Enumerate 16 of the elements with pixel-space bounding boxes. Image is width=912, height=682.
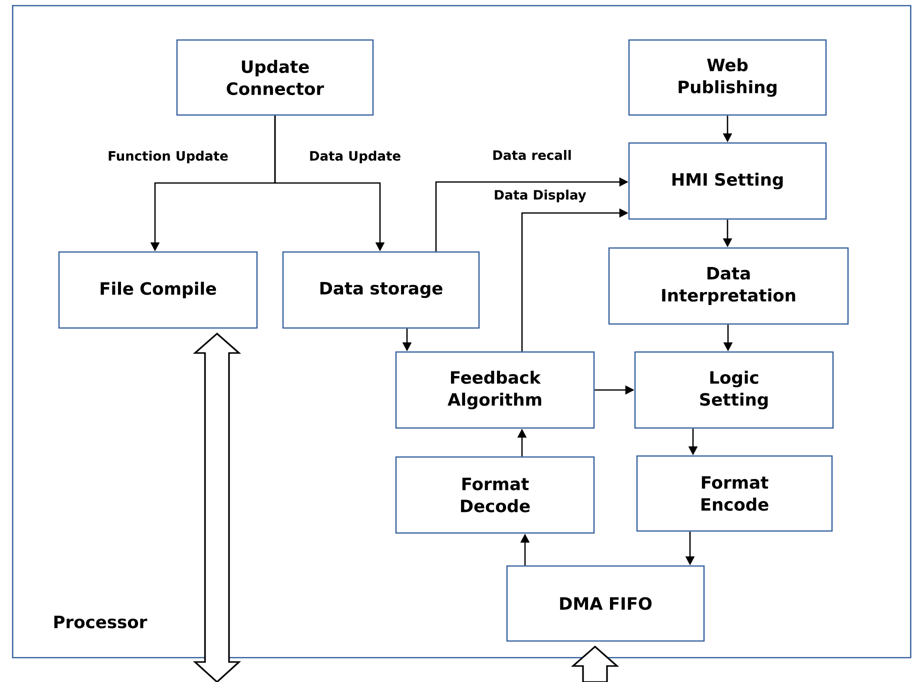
process-box: File Compile: [58, 251, 258, 329]
process-box: HMI Setting: [628, 142, 827, 220]
process-box: Feedback Algorithm: [395, 351, 595, 429]
process-box: Web Publishing: [628, 39, 827, 116]
edge-label: Data recall: [493, 150, 571, 160]
process-box: Logic Setting: [634, 351, 834, 429]
edge-label: Function Update: [108, 150, 228, 164]
process-box: Format Decode: [395, 456, 595, 534]
process-box: Format Encode: [636, 455, 833, 532]
process-box: Data Interpretation: [608, 247, 849, 325]
edge-label: Data Display: [494, 190, 586, 202]
process-box: DMA FIFO: [506, 565, 705, 642]
process-box: Update Connector: [176, 39, 374, 116]
process-box: Data storage: [282, 251, 480, 329]
edge-label: Data Update: [310, 150, 400, 164]
block-arrow: [192, 332, 242, 682]
